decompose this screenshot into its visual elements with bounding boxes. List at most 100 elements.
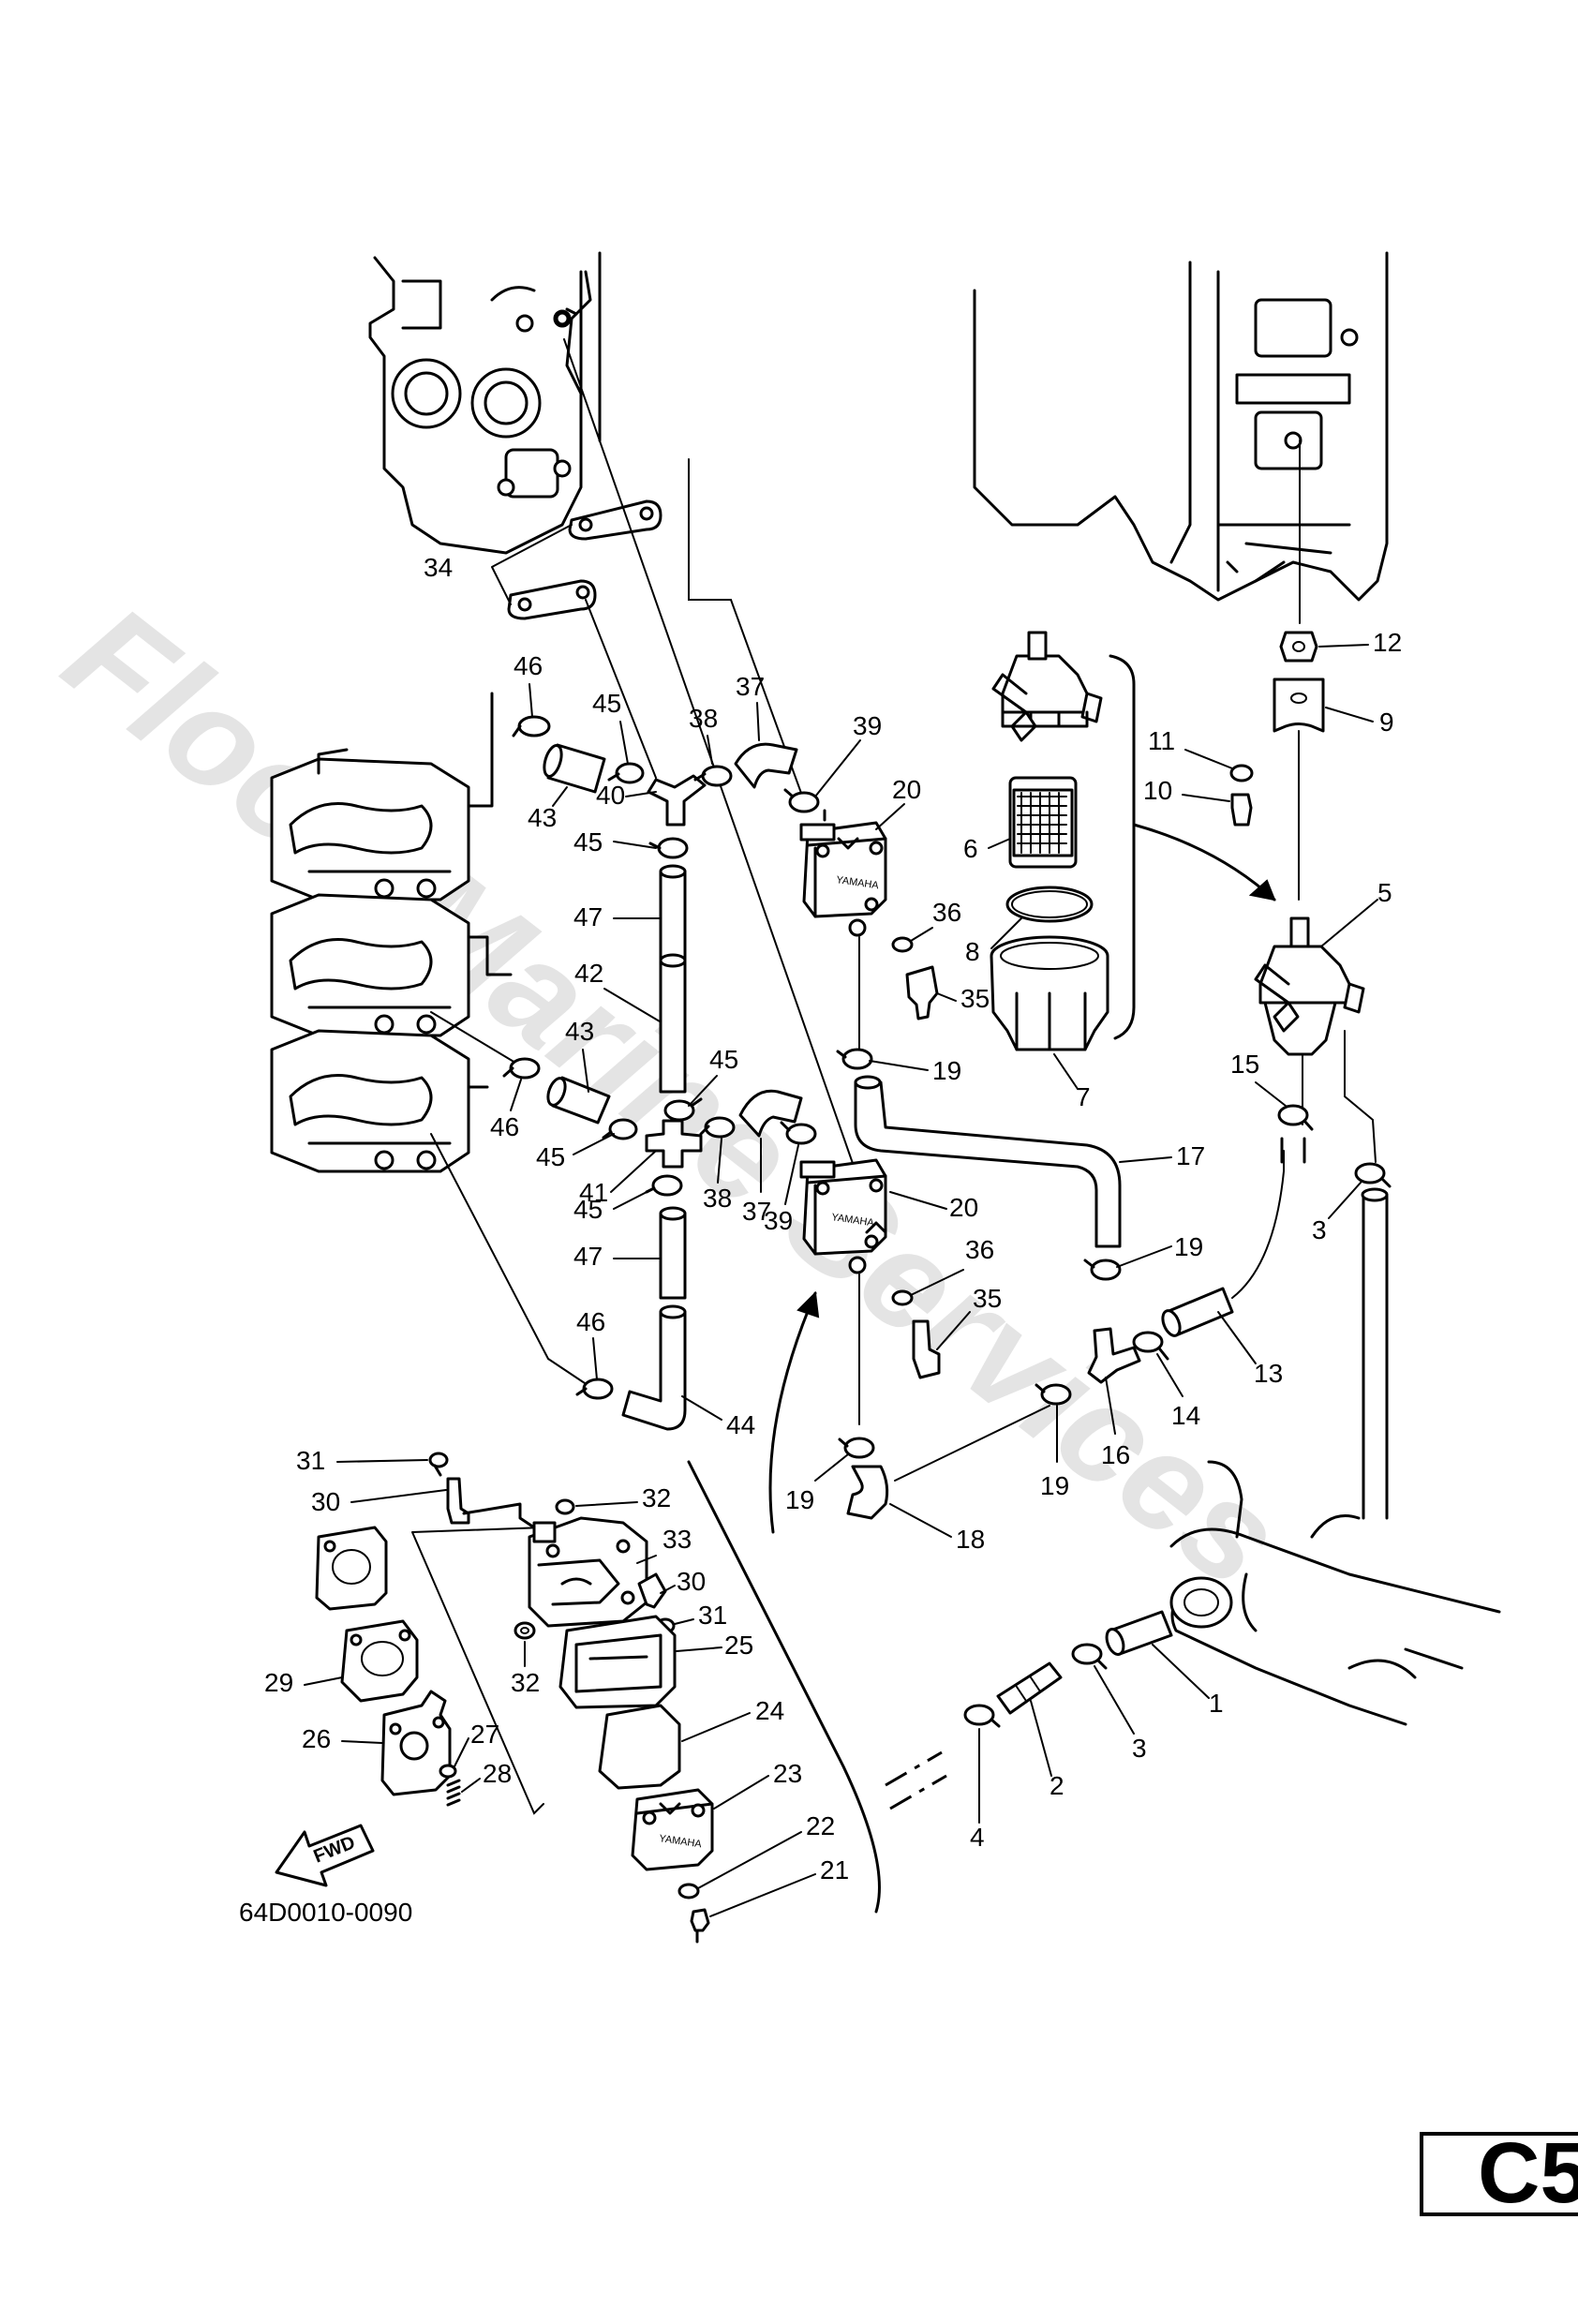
guide-line-c (585, 599, 657, 779)
clamp-45-top (607, 762, 645, 784)
callout-45-third: 45 (709, 1045, 738, 1074)
callout-28: 28 (483, 1759, 512, 1788)
hose-43-middle (546, 1076, 611, 1125)
callout-42: 42 (574, 959, 603, 988)
section-marker: C5 (1420, 2132, 1578, 2216)
washer-11 (1229, 764, 1254, 782)
gasket-29 (340, 1619, 419, 1703)
callout-45-top: 45 (592, 689, 621, 718)
callout-47-lower: 47 (573, 1242, 603, 1271)
callout-6: 6 (963, 834, 978, 863)
callout-19-a: 19 (932, 1056, 961, 1085)
callout-3-upper: 3 (1312, 1215, 1327, 1244)
clamp-3-lower (1071, 1643, 1108, 1670)
washer-36-upper (891, 936, 914, 953)
callout-23: 23 (773, 1759, 802, 1788)
section-code: C5 (1478, 2132, 1578, 2216)
callout-11: 11 (1148, 726, 1175, 755)
gasket-26 (380, 1690, 452, 1796)
y-joint-40 (647, 774, 707, 827)
callout-43-upper: 43 (528, 803, 557, 832)
callout-45-fourth: 45 (536, 1142, 565, 1171)
clamp-19-a (836, 1048, 873, 1070)
washer-36-lower (891, 1289, 914, 1306)
callout-29: 29 (264, 1668, 293, 1697)
callout-39-lower: 39 (764, 1206, 793, 1235)
valve-30-right (637, 1572, 667, 1609)
intake-carburetor-bank (270, 692, 513, 1173)
callout-10: 10 (1143, 776, 1172, 805)
clamp-46-middle (502, 1057, 541, 1080)
clamp-45-below-y (648, 837, 689, 859)
hose-47-upper (659, 864, 687, 967)
callout-9: 9 (1379, 708, 1394, 737)
callout-2: 2 (1050, 1771, 1064, 1800)
fuel-pump-20-upper: YAMAHA (799, 809, 887, 937)
elbow-hose-37-upper (734, 742, 798, 789)
guide-line-b (688, 458, 807, 807)
callout-8: 8 (965, 937, 980, 966)
callout-1: 1 (1209, 1689, 1224, 1718)
callout-40: 40 (596, 781, 625, 810)
bolt-35-lower (912, 1319, 941, 1379)
arrow-to-lower-pump (768, 1291, 817, 1534)
screw-31-top (428, 1452, 449, 1477)
lower-casing-bottom-right (1169, 1460, 1501, 1726)
carb-leader-lines (430, 1011, 591, 1388)
clamp-38-upper (693, 765, 733, 787)
callout-24: 24 (755, 1696, 784, 1725)
callout-26: 26 (302, 1724, 331, 1753)
diaphragm-25 (558, 1615, 677, 1709)
callout-46-upper: 46 (514, 651, 543, 680)
callout-25: 25 (724, 1631, 753, 1660)
callout-45-second: 45 (573, 827, 603, 857)
callout-33: 33 (662, 1525, 692, 1554)
callout-32-lower: 32 (511, 1668, 540, 1697)
arrow-to-filter-assembly (1132, 823, 1276, 901)
screw-32-top (555, 1498, 575, 1515)
hose-13 (1161, 1287, 1234, 1337)
callout-47-upper: 47 (573, 902, 603, 931)
callout-34: 34 (424, 553, 453, 582)
spring-28 (446, 1779, 461, 1807)
nut-12 (1279, 631, 1318, 663)
callout-19-b: 19 (1174, 1232, 1203, 1261)
nut-32-lower (514, 1621, 536, 1640)
gasket-24 (598, 1704, 681, 1790)
callout-39-upper: 39 (853, 711, 882, 740)
hose-47-lower (659, 1206, 687, 1300)
callout-31-top: 31 (296, 1446, 325, 1475)
callout-46-lower: 46 (576, 1307, 605, 1336)
callout-15: 15 (1230, 1050, 1259, 1079)
filter-element-6 (1008, 776, 1078, 869)
callout-31-right: 31 (698, 1601, 727, 1630)
elbow-hose-37-lower (738, 1089, 803, 1138)
t-joint-16 (1087, 1327, 1141, 1384)
callout-41: 41 (579, 1178, 608, 1207)
callout-27: 27 (470, 1720, 499, 1749)
washer-22 (677, 1883, 700, 1899)
clamp-19-c (838, 1437, 875, 1459)
fuel-filter-assembly-5 (1254, 916, 1365, 1056)
callout-5: 5 (1377, 878, 1392, 907)
callout-12: 12 (1373, 628, 1402, 657)
callout-37-lower: 37 (742, 1197, 771, 1226)
gasket-34-lower (507, 579, 597, 620)
callout-32-top: 32 (642, 1483, 671, 1512)
hose-42-long (659, 953, 687, 1094)
dashed-fuel-line (885, 1750, 947, 1810)
cross-joint-41 (645, 1119, 703, 1169)
hose-43-upper (543, 743, 606, 794)
clamp-19-d (1035, 1383, 1072, 1406)
callout-45-fifth: 45 (573, 1195, 603, 1224)
figure-code: 64D0010-0090 (239, 1898, 412, 1927)
cylinder-block-top-left (368, 251, 602, 555)
callout-20-upper: 20 (892, 775, 921, 804)
gasket-34-upper (568, 499, 662, 541)
clamp-14 (1132, 1331, 1169, 1361)
washer-27 (439, 1764, 457, 1779)
callout-22: 22 (806, 1811, 835, 1840)
callout-4: 4 (970, 1823, 985, 1852)
